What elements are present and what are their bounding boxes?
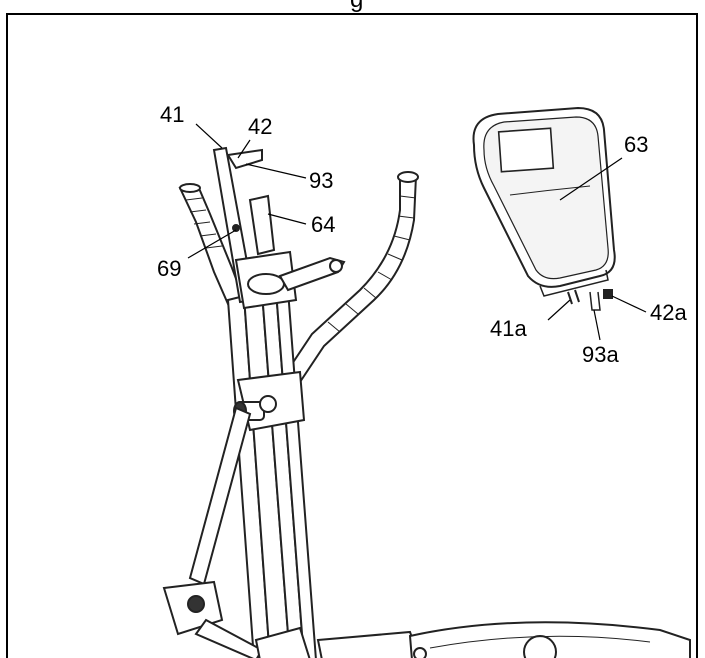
upright-column — [212, 146, 346, 658]
leader-64 — [267, 213, 307, 225]
page-heading-fragment: g — [298, 0, 418, 14]
callout-69: 69 — [157, 256, 182, 281]
lower-link-arm — [162, 406, 264, 658]
leader-41 — [195, 123, 223, 149]
base-frame — [254, 621, 691, 658]
callout-93a: 93a — [582, 342, 619, 367]
leader-42a — [611, 295, 647, 313]
leader-42 — [237, 139, 251, 159]
leader-93 — [245, 163, 307, 179]
leader-69 — [187, 229, 237, 259]
leader-41a — [547, 299, 571, 321]
callout-41a: 41a — [490, 316, 527, 341]
callout-42a: 42a — [650, 300, 687, 325]
diagram-border — [6, 13, 698, 658]
leader-63 — [559, 157, 623, 201]
leader-93a — [593, 309, 601, 341]
callout-41: 41 — [160, 102, 185, 127]
callout-93: 93 — [309, 168, 334, 193]
callout-64: 64 — [311, 212, 336, 237]
callout-63: 63 — [624, 132, 649, 157]
callout-42: 42 — [248, 114, 273, 139]
console-63 — [472, 106, 616, 311]
leader-lines — [187, 123, 647, 341]
